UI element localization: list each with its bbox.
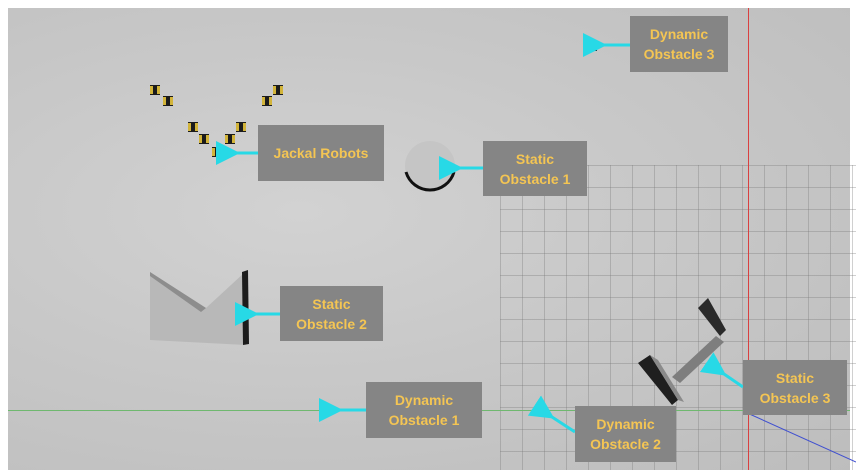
ground-grid bbox=[500, 165, 856, 470]
jackal-robot bbox=[236, 122, 246, 132]
jackal-robot bbox=[262, 96, 272, 106]
jackal-robot bbox=[163, 96, 173, 106]
jackal-robot bbox=[273, 85, 283, 95]
jackal-robot bbox=[199, 134, 209, 144]
jackal-robot bbox=[150, 85, 160, 95]
viewport-border-left bbox=[0, 0, 8, 470]
jackal-robot bbox=[225, 134, 235, 144]
arrow-static-obstacle-3 bbox=[699, 352, 744, 389]
label-dynamic-obstacle-3: Dynamic Obstacle 3 bbox=[630, 16, 728, 72]
label-dynamic-obstacle-2: Dynamic Obstacle 2 bbox=[575, 406, 676, 462]
label-static-obstacle-2: Static Obstacle 2 bbox=[280, 286, 383, 341]
label-static-obstacle-1: Static Obstacle 1 bbox=[483, 141, 587, 196]
viewport-border-right bbox=[850, 0, 856, 470]
label-jackal-robots: Jackal Robots bbox=[258, 125, 384, 181]
label-static-obstacle-3: Static Obstacle 3 bbox=[743, 360, 847, 415]
arrow-dynamic-obstacle-2 bbox=[527, 395, 576, 434]
x-axis-line bbox=[748, 8, 749, 470]
viewport-border-top bbox=[0, 0, 856, 8]
jackal-robot bbox=[188, 122, 198, 132]
label-dynamic-obstacle-1: Dynamic Obstacle 1 bbox=[366, 382, 482, 438]
